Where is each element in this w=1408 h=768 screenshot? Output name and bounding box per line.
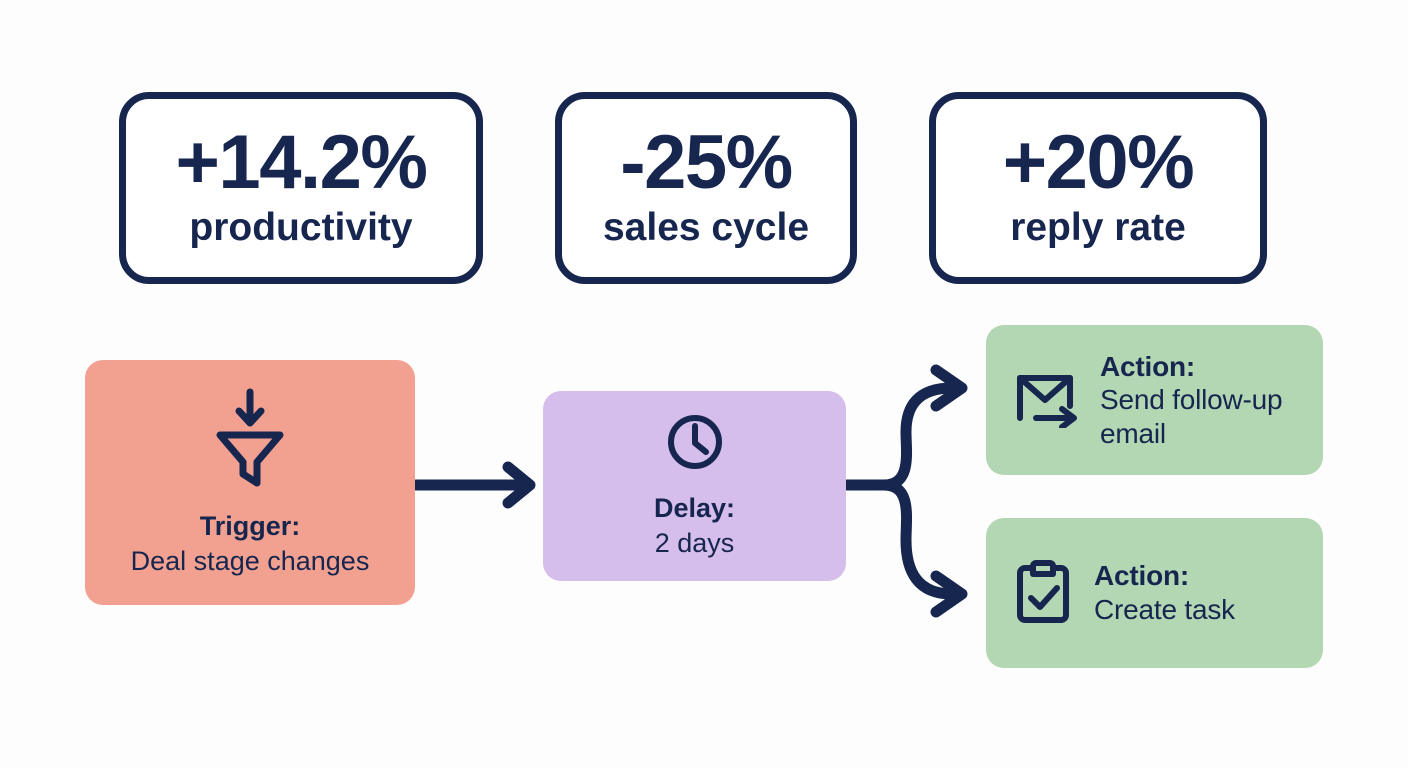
- action-text-block: Action: Send follow-up email: [1100, 350, 1303, 451]
- stat-card-row: +14.2% productivity -25% sales cycle +20…: [0, 92, 1408, 288]
- funnel-icon: [212, 386, 288, 495]
- action-text-block: Action: Create task: [1094, 559, 1235, 626]
- clock-icon: [665, 412, 725, 477]
- stat-value: -25%: [620, 119, 793, 205]
- trigger-subtitle: Deal stage changes: [130, 546, 370, 576]
- stat-card-productivity: +14.2% productivity: [119, 92, 483, 284]
- email-send-icon: [1012, 368, 1080, 433]
- stat-value: +20%: [1002, 119, 1195, 205]
- workflow-node-delay[interactable]: Delay: 2 days: [543, 391, 846, 581]
- trigger-title: Trigger:: [199, 511, 301, 542]
- workflow-node-action-create-task[interactable]: Action: Create task: [986, 518, 1323, 668]
- workflow-node-trigger[interactable]: Trigger: Deal stage changes: [85, 360, 415, 605]
- delay-title: Delay:: [653, 492, 736, 523]
- delay-to-action-task-arrow: [878, 479, 968, 618]
- action-subtitle: Create task: [1094, 594, 1235, 625]
- stat-label: reply rate: [1010, 206, 1186, 250]
- action-title: Action:: [1094, 560, 1190, 592]
- stat-card-sales-cycle: -25% sales cycle: [555, 92, 857, 284]
- delay-text-block: Delay: 2 days: [654, 491, 735, 560]
- delay-subtitle: 2 days: [654, 527, 735, 558]
- action-title: Action:: [1100, 350, 1196, 382]
- action-subtitle: Send follow-up email: [1100, 384, 1283, 449]
- trigger-text-block: Trigger: Deal stage changes: [131, 509, 370, 578]
- clipboard-check-icon: [1012, 557, 1074, 630]
- stat-label: sales cycle: [602, 206, 810, 250]
- delay-to-action-email-arrow: [878, 364, 968, 491]
- stat-card-reply-rate: +20% reply rate: [929, 92, 1267, 284]
- workflow-node-action-send-email[interactable]: Action: Send follow-up email: [986, 325, 1323, 475]
- trigger-to-delay-arrow: [410, 461, 536, 509]
- stat-label: productivity: [189, 206, 413, 250]
- stat-value: +14.2%: [175, 119, 428, 205]
